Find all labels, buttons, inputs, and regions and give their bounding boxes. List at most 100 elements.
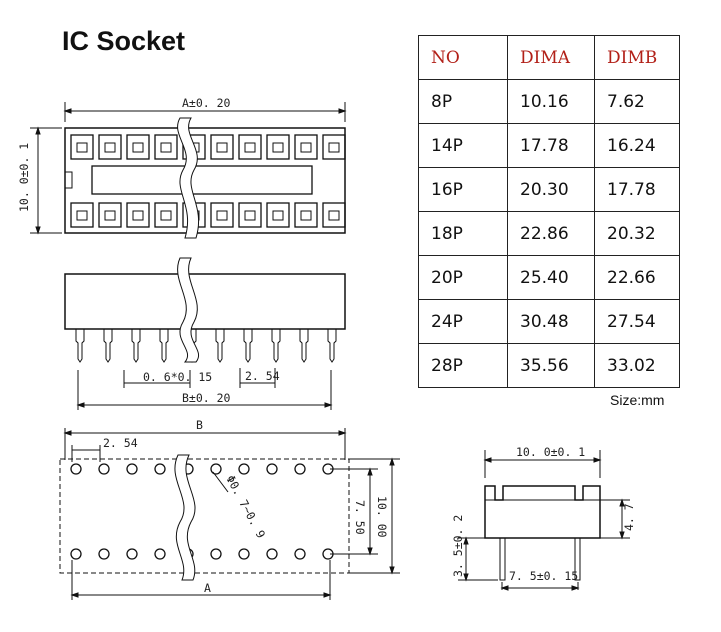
cell-no: 8P [418,79,508,124]
cell-dima: 22.86 [507,211,595,256]
side-pin [159,329,169,363]
pin-hole [70,548,82,560]
side-view [64,273,346,410]
pin-hole [70,463,82,475]
contact-outline [210,134,234,160]
contact-outline [70,202,94,228]
contact-slot [76,142,88,153]
cell-dimb: 27.54 [594,299,680,344]
contact-outline [294,202,318,228]
contact-slot [272,210,284,221]
contact-outline [210,202,234,228]
cell-dima: 10.16 [507,79,595,124]
dim-a: A [204,581,211,595]
contact-outline [154,202,178,228]
cell-dimb: 16.24 [594,123,680,168]
contact-slot [216,210,228,221]
cell-dimb: 20.32 [594,211,680,256]
table-header-row: NO DIMA DIMB [418,35,680,80]
cell-no: 28P [418,343,508,388]
column-header-no: NO [418,35,508,80]
side-pin [75,329,85,363]
contact-outline [70,134,94,160]
contact-slot [300,210,312,221]
pin-hole [210,548,222,560]
cell-dimb: 17.78 [594,167,680,212]
cell-dima: 17.78 [507,123,595,168]
contact-outline [322,202,346,228]
cell-dimb: 7.62 [594,79,680,124]
contact-slot [132,210,144,221]
pin-hole [98,548,110,560]
contact-slot [328,142,340,153]
pin-hole [154,463,166,475]
contact-outline [322,134,346,160]
dim-hole-dia: Φ0. 7~0. 9 [223,473,268,541]
size-table: NO DIMA DIMB 8P 10.16 7.62 14P 17.78 16.… [418,35,680,388]
pin-hole [154,548,166,560]
cell-no: 14P [418,123,508,168]
dim-body-width: 10. 00 [375,496,389,538]
contact-outline [126,134,150,160]
contact-slot [300,142,312,153]
table-row: 14P 17.78 16.24 [418,123,680,168]
contact-slot [132,142,144,153]
contact-outline [266,134,290,160]
end-view [458,450,630,591]
pin-hole [266,548,278,560]
pin-hole [266,463,278,475]
contact-slot [328,210,340,221]
pin-hole [294,548,306,560]
dim-b: B [196,418,203,432]
dim-row-pitch: 7. 5±0. 15 [509,569,578,583]
contact-outline [126,202,150,228]
table-row: 8P 10.16 7.62 [418,79,680,124]
table-row: 28P 35.56 33.02 [418,343,680,388]
pin-hole [294,463,306,475]
size-unit-note: Size:mm [610,392,665,408]
contact-slot [244,142,256,153]
pin-hole [210,463,222,475]
side-pin [271,329,281,363]
top-view [30,102,347,235]
hole-pattern-view [59,428,400,600]
pin-hole [238,463,250,475]
dim-pin-width: 0. 6*0. 15 [143,370,212,384]
dim-pitch-top: 2. 54 [103,436,138,450]
side-pin [131,329,141,363]
cell-dimb: 33.02 [594,343,680,388]
side-pin [327,329,337,363]
contact-outline [238,202,262,228]
side-pin [243,329,253,363]
dim-row-spacing: 7. 50 [353,500,367,535]
cell-no: 16P [418,167,508,212]
contact-slot [244,210,256,221]
dim-side-height: 4. 7 [622,503,636,531]
page-title: IC Socket [62,26,186,56]
cell-dima: 20.30 [507,167,595,212]
dim-height-tol: 10. 0±0. 1 [17,143,31,212]
contact-slot [160,142,172,153]
contact-outline [98,134,122,160]
contact-slot [216,142,228,153]
contact-slot [104,142,116,153]
cell-dima: 25.40 [507,255,595,300]
contact-outline [238,134,262,160]
pin-hole [98,463,110,475]
dim-a-tol: A±0. 20 [182,96,231,110]
dim-pin-length: 3. 5±0. 2 [451,515,465,577]
contact-slot [76,210,88,221]
contact-outline [154,134,178,160]
cell-dima: 35.56 [507,343,595,388]
contact-outline [98,202,122,228]
contact-slot [104,210,116,221]
contact-outline [294,134,318,160]
contact-outline [266,202,290,228]
dim-side-width: 10. 0±0. 1 [516,445,585,459]
cell-no: 20P [418,255,508,300]
column-header-dima: DIMA [507,35,595,80]
column-header-dimb: DIMB [594,35,680,80]
side-pin [215,329,225,363]
cell-dima: 30.48 [507,299,595,344]
